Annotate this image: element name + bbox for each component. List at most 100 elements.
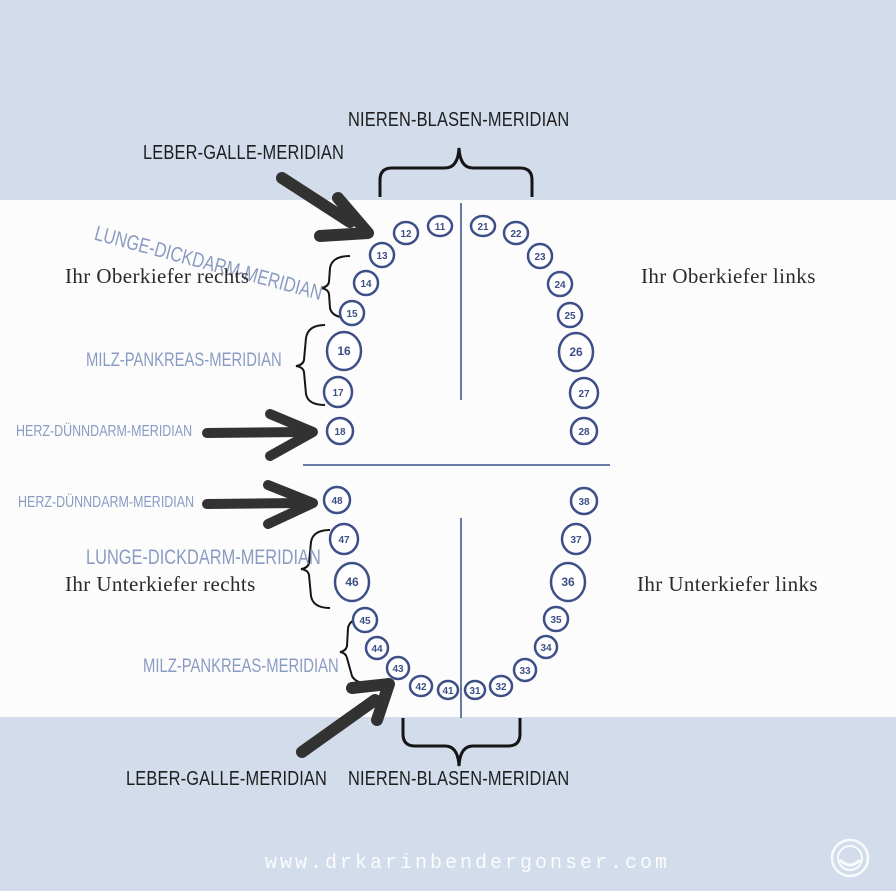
- tooth-37: 37: [560, 522, 592, 556]
- tooth-number: 24: [554, 280, 566, 291]
- label-herz-top: HERZ-DÜNNDARM-MERIDIAN: [16, 423, 193, 440]
- tooth-outline: [463, 679, 487, 701]
- tooth-number: 25: [564, 311, 576, 322]
- tooth-outline: [338, 299, 366, 327]
- tooth-outline: [488, 674, 514, 698]
- tooth-outline: [322, 485, 352, 515]
- label-nieren-top: NIEREN-BLASEN-MERIDIAN: [348, 109, 570, 131]
- tooth-48: 48: [322, 485, 352, 515]
- tooth-32: 32: [488, 674, 514, 698]
- tooth-number: 22: [510, 229, 522, 240]
- tooth-outline: [364, 635, 390, 661]
- tooth-22: 22: [502, 220, 530, 246]
- tooth-number: 41: [442, 686, 454, 697]
- brace-lunge-bottom: [300, 529, 331, 609]
- tooth-number: 36: [561, 575, 575, 589]
- tooth-outline: [392, 220, 420, 246]
- label-herz-bottom: HERZ-DÜNNDARM-MERIDIAN: [18, 494, 195, 511]
- brace-nieren-bottom: [401, 718, 522, 767]
- tooth-11: 11: [426, 214, 454, 238]
- tooth-number: 16: [337, 344, 351, 358]
- tooth-number: 32: [495, 682, 507, 693]
- arrow-leber-top: [276, 172, 374, 242]
- arrow-herz-top: [202, 409, 318, 461]
- tooth-35: 35: [542, 605, 570, 633]
- brace-milz-bottom: [339, 617, 373, 685]
- tooth-outline: [333, 561, 371, 603]
- logo-icon: [830, 838, 870, 878]
- tooth-outline: [546, 270, 574, 298]
- tooth-outline: [436, 679, 460, 701]
- tooth-number: 27: [578, 389, 590, 400]
- tooth-46: 46: [333, 561, 371, 603]
- tooth-23: 23: [526, 242, 554, 270]
- tooth-number: 15: [346, 309, 358, 320]
- website-url[interactable]: www.drkarinbendergonser.com: [265, 852, 671, 875]
- tooth-number: 42: [415, 682, 427, 693]
- tooth-number: 46: [345, 575, 359, 589]
- arrow-herz-bottom: [202, 480, 318, 529]
- tooth-outline: [569, 416, 599, 446]
- tooth-outline: [322, 375, 354, 409]
- middle-band: [0, 200, 896, 717]
- tooth-43: 43: [385, 655, 411, 681]
- tooth-outline: [533, 634, 559, 660]
- label-lunge-bottom: LUNGE-DICKDARM-MERIDIAN: [86, 546, 321, 569]
- tooth-outline: [352, 269, 380, 297]
- tooth-number: 47: [338, 535, 350, 546]
- tooth-24: 24: [546, 270, 574, 298]
- tooth-26: 26: [557, 331, 595, 373]
- tooth-outline: [569, 486, 599, 516]
- tooth-number: 18: [334, 427, 346, 438]
- tooth-number: 44: [371, 644, 383, 655]
- tooth-outline: [368, 241, 396, 269]
- tooth-41: 41: [436, 679, 460, 701]
- tooth-36: 36: [549, 561, 587, 603]
- tooth-12: 12: [392, 220, 420, 246]
- tooth-number: 21: [477, 222, 489, 233]
- label-milz-bottom: MILZ-PANKREAS-MERIDIAN: [143, 656, 339, 677]
- tooth-outline: [557, 331, 595, 373]
- tooth-38: 38: [569, 486, 599, 516]
- tooth-number: 17: [332, 388, 344, 399]
- tooth-outline: [469, 214, 497, 238]
- label-oberkiefer-links: Ihr Oberkiefer links: [641, 264, 816, 288]
- tooth-number: 37: [570, 535, 582, 546]
- label-leber-bottom: LEBER-GALLE-MERIDIAN: [126, 768, 328, 790]
- tooth-outline: [549, 561, 587, 603]
- brace-lunge-top: [320, 255, 351, 319]
- tooth-outline: [351, 606, 379, 634]
- tooth-outline: [542, 605, 570, 633]
- tooth-34: 34: [533, 634, 559, 660]
- tooth-number: 11: [435, 222, 446, 233]
- label-unterkiefer-links: Ihr Unterkiefer links: [637, 572, 819, 596]
- tooth-number: 26: [569, 345, 583, 359]
- tooth-15: 15: [338, 299, 366, 327]
- tooth-outline: [325, 416, 355, 446]
- tooth-42: 42: [408, 674, 434, 698]
- tooth-number: 48: [331, 496, 343, 507]
- tooth-33: 33: [512, 657, 538, 683]
- tooth-45: 45: [351, 606, 379, 634]
- arrow-leber-bottom: [296, 678, 395, 758]
- tooth-47: 47: [328, 522, 360, 556]
- tooth-number: 35: [550, 615, 562, 626]
- tooth-outline: [328, 522, 360, 556]
- tooth-number: 14: [360, 279, 372, 290]
- tooth-44: 44: [364, 635, 390, 661]
- label-oberkiefer-rechts: Ihr Oberkiefer rechts: [65, 264, 250, 288]
- label-unterkiefer-rechts: Ihr Unterkiefer rechts: [65, 572, 256, 596]
- tooth-number: 28: [578, 427, 590, 438]
- tooth-31: 31: [463, 679, 487, 701]
- tooth-number: 12: [400, 229, 412, 240]
- tooth-16: 16: [325, 330, 363, 372]
- tooth-outline: [502, 220, 530, 246]
- tooth-outline: [325, 330, 363, 372]
- tooth-outline: [512, 657, 538, 683]
- tooth-28: 28: [569, 416, 599, 446]
- tooth-number: 45: [359, 616, 371, 627]
- tooth-outline: [385, 655, 411, 681]
- tooth-13: 13: [368, 241, 396, 269]
